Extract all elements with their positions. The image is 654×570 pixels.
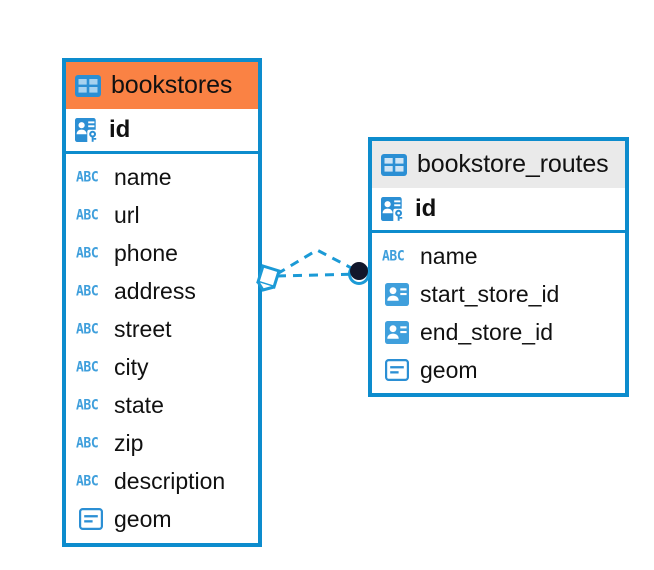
field-row-geom[interactable]: geom: [372, 351, 625, 389]
entity-table-bookstore-routes[interactable]: bookstore_routes id ABC name: [368, 137, 629, 397]
primary-key-icon: [75, 118, 100, 142]
abc-icon: ABC: [76, 358, 99, 376]
field-row-street[interactable]: ABC street: [66, 310, 258, 348]
field-label: city: [114, 353, 149, 380]
abc-icon: ABC: [76, 396, 99, 414]
field-row-primary-key[interactable]: id: [372, 188, 625, 233]
entity-header-bookstore-routes[interactable]: bookstore_routes: [372, 141, 625, 188]
entity-name-label: bookstore_routes: [417, 150, 609, 178]
abc-icon: ABC: [76, 434, 99, 452]
field-label: state: [114, 391, 164, 418]
field-label: name: [420, 242, 478, 269]
field-label: name: [114, 163, 172, 190]
field-label: start_store_id: [420, 280, 560, 307]
geometry-icon: [382, 359, 411, 381]
entity-name-label: bookstores: [111, 71, 233, 99]
primary-key-icon: [381, 197, 406, 221]
relationship-line-branch: [276, 248, 360, 276]
entity-table-bookstores[interactable]: bookstores id ABC name: [62, 58, 262, 547]
relationship-line-main: [276, 272, 360, 278]
abc-icon: ABC: [382, 247, 405, 265]
field-row-url[interactable]: ABC url: [66, 196, 258, 234]
field-row-name[interactable]: ABC name: [372, 237, 625, 275]
field-label: address: [114, 277, 196, 304]
field-row-zip[interactable]: ABC zip: [66, 424, 258, 462]
crows-foot-endpoint: [348, 262, 370, 285]
abc-icon: ABC: [76, 206, 99, 224]
field-row-end-store-id[interactable]: end_store_id: [372, 313, 625, 351]
field-row-primary-key[interactable]: id: [66, 109, 258, 154]
field-list-bookstores: ABC name ABC url ABC phone ABC address A…: [66, 154, 258, 538]
field-row-name[interactable]: ABC name: [66, 158, 258, 196]
field-list-bookstore-routes: ABC name start_store_id: [372, 233, 625, 389]
field-row-start-store-id[interactable]: start_store_id: [372, 275, 625, 313]
table-icon: [75, 74, 101, 97]
abc-icon: ABC: [76, 282, 99, 300]
abc-icon: ABC: [76, 320, 99, 338]
field-row-phone[interactable]: ABC phone: [66, 234, 258, 272]
entity-header-bookstores[interactable]: bookstores: [66, 62, 258, 109]
field-row-geom[interactable]: geom: [66, 500, 258, 538]
field-label: geom: [114, 505, 172, 532]
field-row-state[interactable]: ABC state: [66, 386, 258, 424]
field-label: url: [114, 201, 140, 228]
foreign-key-icon: [382, 282, 411, 306]
field-row-address[interactable]: ABC address: [66, 272, 258, 310]
field-label: end_store_id: [420, 318, 553, 345]
abc-icon: ABC: [76, 244, 99, 262]
relationship-connector[interactable]: [255, 240, 385, 315]
field-label: description: [114, 467, 226, 494]
foreign-key-icon: [382, 320, 411, 344]
abc-icon: ABC: [76, 472, 99, 490]
table-icon: [381, 153, 407, 176]
abc-icon: ABC: [76, 168, 99, 186]
field-label: street: [114, 315, 172, 342]
field-label: phone: [114, 239, 178, 266]
geometry-icon: [76, 508, 105, 530]
field-row-description[interactable]: ABC description: [66, 462, 258, 500]
field-label: id: [109, 116, 131, 143]
field-label: id: [415, 195, 437, 222]
field-label: zip: [114, 429, 144, 456]
field-row-city[interactable]: ABC city: [66, 348, 258, 386]
field-label: geom: [420, 356, 478, 383]
